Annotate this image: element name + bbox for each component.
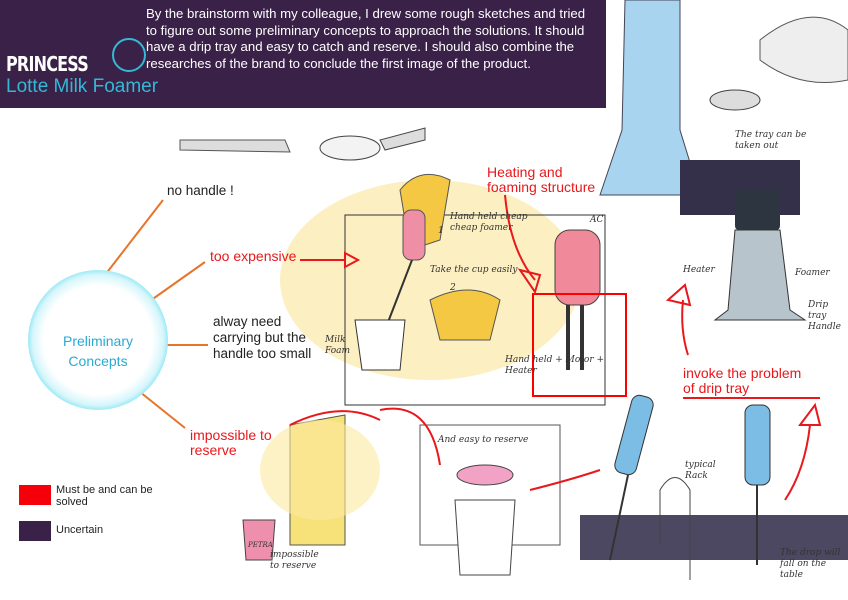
legend-label-solvable: Must be and can be solved (56, 484, 153, 508)
note-rack: typical Rack (685, 460, 716, 481)
branch-handle-small: alway need carrying but the handle too s… (213, 314, 312, 361)
handheld-foamer-sketch (402, 209, 426, 261)
note-heater: Heater (683, 265, 715, 275)
annotation-drip-tray: invoke the problem of drip tray (683, 365, 802, 396)
lid-sketch (456, 464, 514, 486)
branch-impossible-reserve: impossible to reserve (190, 427, 272, 458)
dark-foamer-sketch (713, 229, 807, 321)
pitcher-sketch (242, 519, 276, 561)
hand-sketch (759, 16, 848, 83)
note-take-cup: Take the cup easily (430, 265, 518, 275)
legend-swatch-purple (19, 521, 51, 541)
concept-circle (28, 270, 168, 410)
branch-too-expensive: too expensive (210, 248, 297, 264)
jug-sketch (454, 499, 516, 576)
highlight-box (532, 293, 627, 397)
note-foamer: Foamer (795, 268, 830, 278)
note-handheld: Hand held cheap cheap foamer (450, 212, 528, 233)
tray-sketch (709, 89, 761, 111)
note-step1: 1 (438, 226, 444, 236)
foamer-body-sketch (554, 229, 601, 306)
annotation-heating: Heating and foaming structure (487, 164, 596, 195)
branch-no-handle: no handle ! (167, 183, 234, 198)
spoon-sketch (179, 139, 291, 153)
note-step2: 2 (450, 283, 456, 293)
intro-text: By the brainstorm with my colleague, I d… (146, 6, 586, 71)
lid-sketch (319, 135, 381, 161)
dark-device-top (735, 190, 780, 230)
note-milk-foam: Milk Foam (325, 335, 351, 356)
dark-block (580, 515, 848, 560)
rack-sketch (659, 477, 691, 580)
note-drip-handle: Drip tray Handle (808, 300, 841, 332)
handheld-foamer-sketch (614, 394, 654, 476)
note-drop: The drop will fall on the table (780, 548, 841, 580)
yellow-wash (280, 180, 580, 380)
branch-line (134, 387, 186, 429)
note-reserve: And easy to reserve (438, 435, 529, 445)
brand-logo: PRINCESS (6, 52, 89, 76)
note-motor-heater: Hand held + Motor + Heater (505, 355, 605, 376)
frame-sketch (344, 214, 606, 406)
note-tray-out: The tray can be taken out (735, 130, 807, 151)
legend-label-uncertain: Uncertain (56, 524, 104, 536)
cup-sketch (354, 319, 406, 371)
handheld-foamer-sketch (744, 404, 771, 486)
legend-swatch-red (19, 485, 51, 505)
arrow-icon (344, 251, 361, 269)
concept-circle-label: Preliminary Concepts (62, 333, 133, 369)
branch-line (104, 199, 164, 276)
header-banner (0, 0, 606, 108)
product-title: Lotte Milk Foamer (6, 76, 159, 97)
note-petra: PETRA (248, 541, 273, 549)
note-ac: AC (590, 215, 604, 225)
note-impossible: impossible to reserve (270, 550, 319, 571)
arrow-icon (517, 268, 542, 295)
brand-emblem-icon (112, 38, 146, 72)
